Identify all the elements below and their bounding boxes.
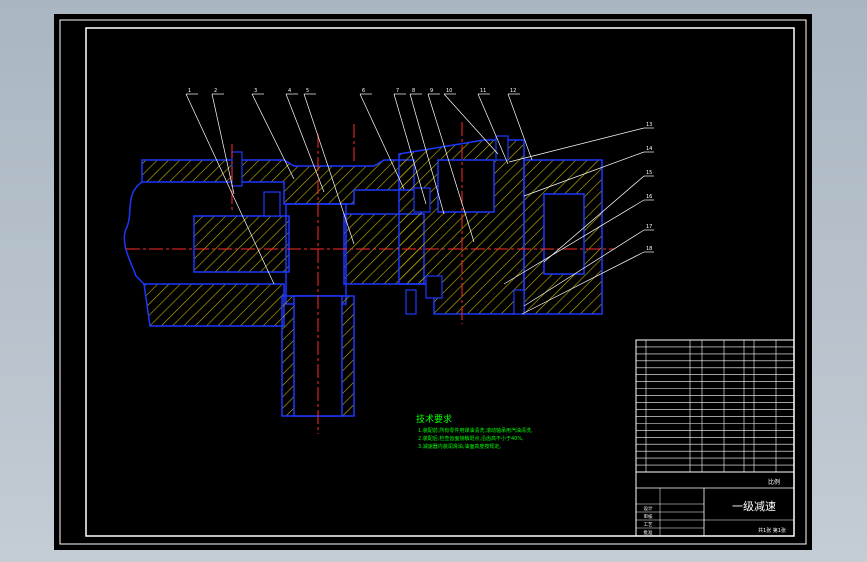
notes-line-1: 1.装配前,所有零件用煤油清洗,滚动轴承用汽油清洗,: [418, 427, 533, 434]
notes-line-2: 2.装配后,检查齿面接触斑点,沿齿高不小于40%,: [418, 435, 524, 442]
leader-line: [507, 93, 533, 161]
part-number: 7: [396, 88, 399, 94]
part-number: 1: [188, 88, 191, 94]
leader-line: [477, 93, 509, 165]
bolt-2: [495, 135, 509, 161]
leader-line: [359, 93, 405, 190]
leader-line: [409, 93, 445, 215]
leader-line: [503, 199, 645, 285]
title-block: 一级减速 比例 共1张 第1张 设计 审核 工艺 批准: [635, 471, 795, 537]
leader-line: [521, 251, 645, 315]
part-number: 10: [446, 88, 452, 94]
end-cavity: [543, 193, 585, 275]
part-number: 11: [480, 88, 486, 94]
leader-line: [393, 93, 427, 205]
outer-frame: [59, 19, 807, 545]
part-number: 18: [646, 246, 652, 252]
part-number: 13: [646, 122, 652, 128]
leader-line: [523, 229, 645, 307]
part-number: 3: [254, 88, 257, 94]
notes-line-3: 3.减速器内装润滑油,油面高度按规定。: [418, 443, 504, 450]
part-number: 15: [646, 170, 652, 176]
leader-line: [523, 151, 645, 197]
leader-line: [443, 93, 499, 155]
technical-notes: 技术要求 1.装配前,所有零件用煤油清洗,滚动轴承用汽油清洗, 2.装配后,检查…: [416, 413, 533, 450]
part-number: 12: [510, 88, 516, 94]
leader-line: [427, 93, 475, 243]
centerlines: [126, 122, 614, 434]
bolt-4: [513, 289, 525, 315]
bearing-c: [425, 275, 443, 299]
housing-lower: [143, 283, 285, 327]
bearing-b: [413, 187, 431, 213]
bearing-a: [263, 191, 281, 217]
leader-line: [251, 93, 295, 180]
row-check: 审核: [644, 513, 653, 520]
row-approve: 批准: [644, 529, 653, 536]
inner-frame: [85, 27, 795, 537]
part-number: 9: [430, 88, 433, 94]
bearing-cavity: [437, 159, 495, 213]
parts-list: [635, 339, 795, 473]
leader-line: [285, 93, 325, 193]
leader-line: [508, 127, 645, 163]
row-design: 设计: [644, 505, 653, 512]
part-number: 14: [646, 146, 652, 152]
assembly-section: [123, 135, 603, 417]
part-number: 2: [214, 88, 217, 94]
shaft-bore: [285, 203, 347, 305]
part-number: 17: [646, 224, 652, 230]
part-number: 16: [646, 194, 652, 200]
leader-line: [211, 93, 235, 195]
gear-left: [193, 215, 290, 273]
part-number: 4: [288, 88, 291, 94]
bolt-3: [405, 289, 417, 315]
row-process: 工艺: [644, 522, 653, 528]
part-number: 6: [362, 88, 365, 94]
leader-line: [303, 93, 355, 245]
part-number: 8: [412, 88, 415, 94]
leader-line: [185, 93, 275, 285]
part-number: 5: [306, 88, 309, 94]
scale-label: 比例: [768, 478, 780, 486]
bolt-1: [231, 151, 243, 187]
break-line: [123, 181, 145, 285]
drawing-title: 一级减速: [732, 500, 776, 513]
sheet-label: 共1张 第1张: [758, 527, 786, 534]
notes-heading: 技术要求: [416, 413, 452, 425]
leader-line: [543, 175, 645, 263]
